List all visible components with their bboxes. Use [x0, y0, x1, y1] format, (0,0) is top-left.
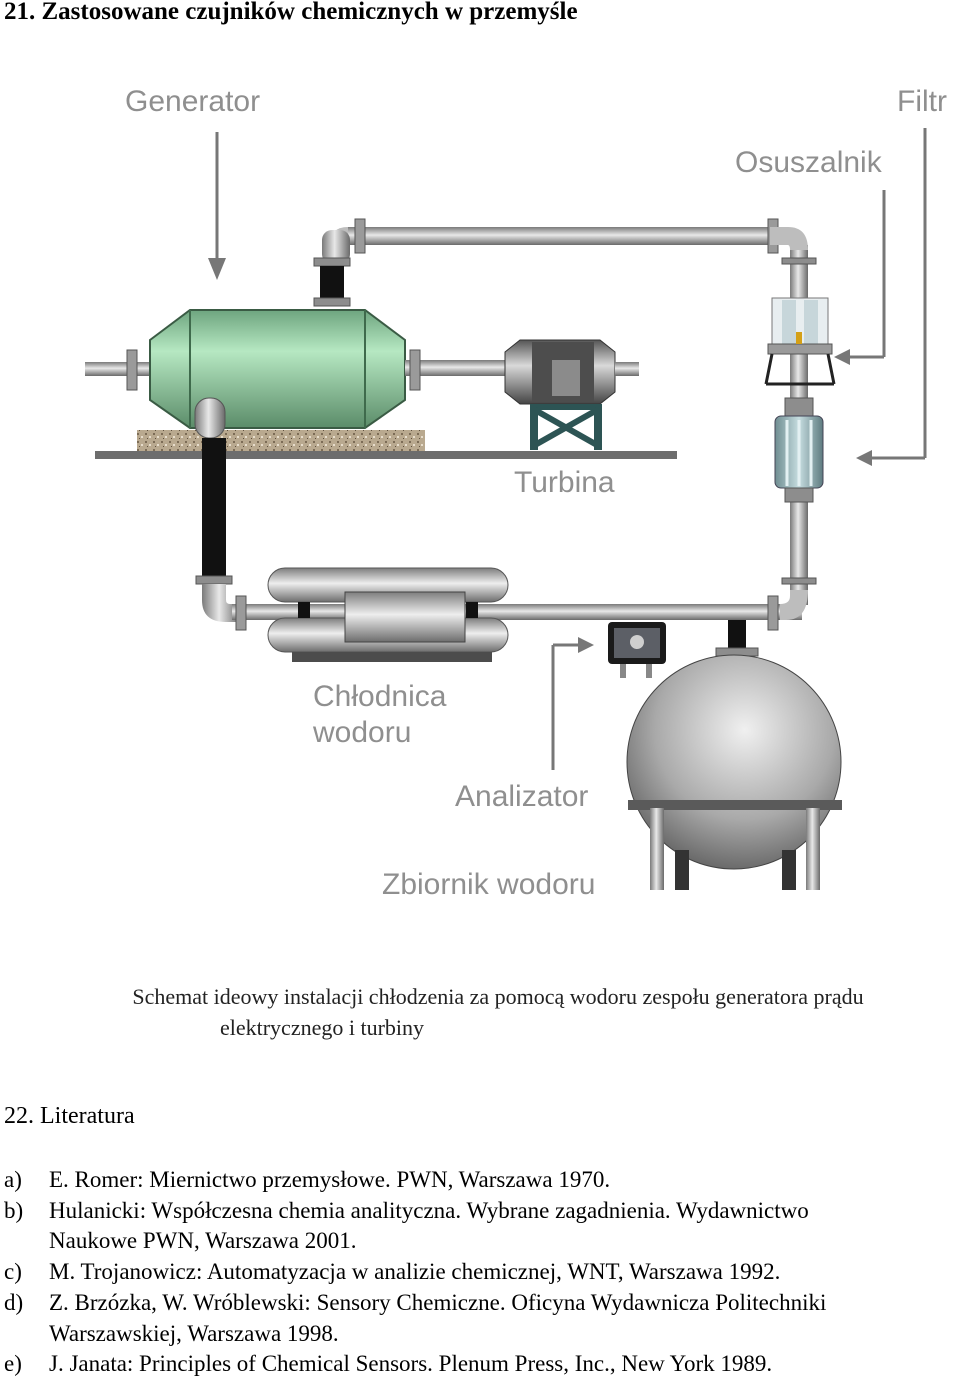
reference-marker: c): [4, 1259, 22, 1285]
reference-text: Z. Brzózka, W. Wróblewski: Sensory Chemi…: [49, 1289, 827, 1315]
return-pipe: [202, 438, 226, 580]
label-generator: Generator: [125, 85, 261, 118]
reference-text: Warszawskiej, Warszawa 1998.: [49, 1320, 339, 1346]
turbine-unit: [504, 339, 639, 450]
reference-marker: b): [4, 1197, 24, 1223]
diagram-caption-line1: Schemat ideowy instalacji chłodzenia za …: [132, 984, 864, 1009]
top-pipe: [348, 227, 788, 245]
riser-pipe: [320, 266, 344, 298]
section-heading-22: 22. Literatura: [4, 1103, 135, 1129]
dryer-unit: [764, 297, 836, 386]
hydrogen-cooler: [267, 567, 509, 662]
diagram-caption-line2: elektrycznego i turbiny: [219, 1015, 425, 1040]
literature-list: a) E. Romer: Miernictwo przemysłowe. PWN…: [4, 1165, 960, 1380]
reference-text: Naukowe PWN, Warszawa 2001.: [49, 1228, 357, 1254]
label-analizator: Analizator: [455, 780, 589, 813]
reference-text: Hulanicki: Współczesna chemia analityczn…: [49, 1197, 809, 1223]
generator-arrow-head: [208, 258, 226, 280]
label-turbina: Turbina: [514, 466, 615, 499]
label-zbiornik: Zbiornik wodoru: [382, 868, 596, 901]
reference-item: b) Hulanicki: Współczesna chemia anality…: [4, 1196, 960, 1257]
label-filtr: Filtr: [897, 85, 947, 118]
reference-item: e) J. Janata: Principles of Chemical Sen…: [4, 1349, 960, 1380]
floor-slab: [95, 451, 677, 459]
label-chlodnica-line1: Chłodnica: [313, 680, 447, 713]
filter-unit: [774, 397, 824, 503]
reference-marker: a): [4, 1167, 22, 1192]
reference-item: d) Z. Brzózka, W. Wróblewski: Sensory Ch…: [4, 1288, 960, 1349]
reference-text: M. Trojanowicz: Automatyzacja w analizie…: [49, 1259, 781, 1285]
section-heading-21: 21. Zastosowane czujników chemicznych w …: [4, 0, 578, 25]
reference-text: E. Romer: Miernictwo przemysłowe. PWN, W…: [49, 1167, 611, 1192]
analyzer-device: [608, 622, 666, 678]
label-osuszalnik: Osuszalnik: [735, 146, 882, 179]
reference-item: a) E. Romer: Miernictwo przemysłowe. PWN…: [4, 1165, 960, 1196]
generator-foundation: [137, 430, 425, 451]
generator-unit: [85, 309, 525, 439]
hydrogen-cooling-diagram: [85, 128, 927, 890]
reference-item: c) M. Trojanowicz: Automatyzacja w anali…: [4, 1257, 960, 1288]
reference-text: J. Janata: Principles of Chemical Sensor…: [49, 1351, 773, 1377]
hydrogen-tank: [626, 620, 842, 890]
reference-marker: e): [4, 1351, 22, 1377]
label-chlodnica-line2: wodoru: [313, 716, 412, 749]
reference-marker: d): [4, 1289, 24, 1315]
